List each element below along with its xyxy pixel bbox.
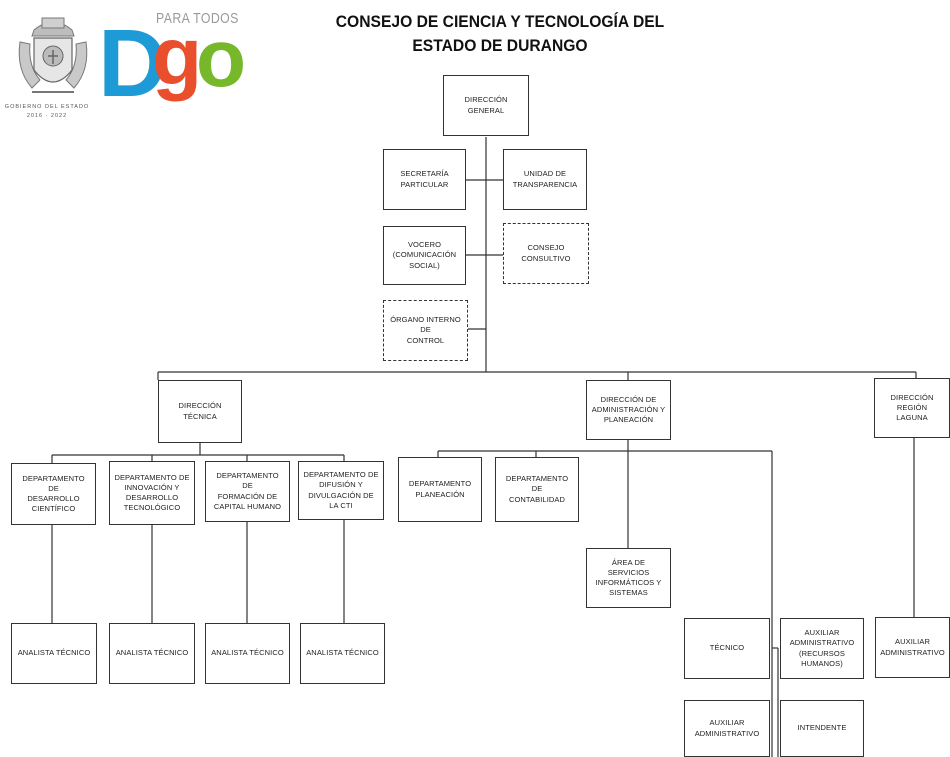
box-depto-difusion: DEPARTAMENTO DE DIFUSIÓN Y DIVULGACIÓN D… <box>298 461 384 520</box>
box-depto-desarrollo-cientifico: DEPARTAMENTO DE DESARROLLO CIENTÍFICO <box>11 463 96 525</box>
box-depto-contabilidad: DEPARTAMENTO DE CONTABILIDAD <box>495 457 579 522</box>
box-intendente: INTENDENTE <box>780 700 864 757</box>
box-direccion-region-laguna: DIRECCIÓN REGIÓN LAGUNA <box>874 378 950 438</box>
coat-of-arms-icon <box>18 17 88 93</box>
page-title-line1: CONSEJO DE CIENCIA Y TECNOLOGÍA DEL <box>335 12 665 31</box>
brand-tagline: PARA TODOS <box>156 10 239 27</box>
box-analista-tecnico-1: ANALISTA TÉCNICO <box>11 623 97 684</box>
box-analista-tecnico-2: ANALISTA TÉCNICO <box>109 623 195 684</box>
box-direccion-tecnica: DIRECCIÓN TÉCNICA <box>158 380 242 443</box>
box-depto-formacion: DEPARTAMENTO DE FORMACIÓN DE CAPITAL HUM… <box>205 461 290 522</box>
brand-letter-g: g <box>152 11 203 102</box>
box-auxiliar-recursos-humanos: AUXILIAR ADMINISTRATIVO (RECURSOS HUMANO… <box>780 618 864 679</box>
box-direccion-general: DIRECCIÓN GENERAL <box>443 75 529 136</box>
box-tecnico: TÉCNICO <box>684 618 770 679</box>
box-analista-tecnico-4: ANALISTA TÉCNICO <box>300 623 385 684</box>
box-depto-innovacion: DEPARTAMENTO DE INNOVACIÓN Y DESARROLLO … <box>109 461 195 525</box>
box-auxiliar-administrativo: AUXILIAR ADMINISTRATIVO <box>684 700 770 757</box>
box-analista-tecnico-3: ANALISTA TÉCNICO <box>205 623 290 684</box>
box-direccion-administracion: DIRECCIÓN DE ADMINISTRACIÓN Y PLANEACIÓN <box>586 380 671 440</box>
seal-caption-line1: GOBIERNO DEL ESTADO <box>4 104 90 110</box>
box-unidad-transparencia: UNIDAD DE TRANSPARENCIA <box>503 149 587 210</box>
box-secretaria-particular: SECRETARÍA PARTICULAR <box>383 149 466 210</box>
box-depto-planeacion: DEPARTAMENTO PLANEACIÓN <box>398 457 482 522</box>
page-title-line2: ESTADO DE DURANGO <box>412 36 588 55</box>
box-auxiliar-laguna: AUXILIAR ADMINISTRATIVO <box>875 617 950 678</box>
box-organo-interno-control: ÓRGANO INTERNO DE CONTROL <box>383 300 468 361</box>
box-consejo-consultivo: CONSEJO CONSULTIVO <box>503 223 589 284</box>
box-vocero: VOCERO (COMUNICACIÓN SOCIAL) <box>383 226 466 285</box>
state-seal-logo <box>12 10 94 130</box>
brand-letter-d: D <box>98 10 168 117</box>
box-area-servicios-informaticos: ÁREA DE SERVICIOS INFORMÁTICOS Y SISTEMA… <box>586 548 671 608</box>
brand-letter-o: o <box>196 13 247 104</box>
seal-caption-line2: 2016 · 2022 <box>26 113 68 119</box>
